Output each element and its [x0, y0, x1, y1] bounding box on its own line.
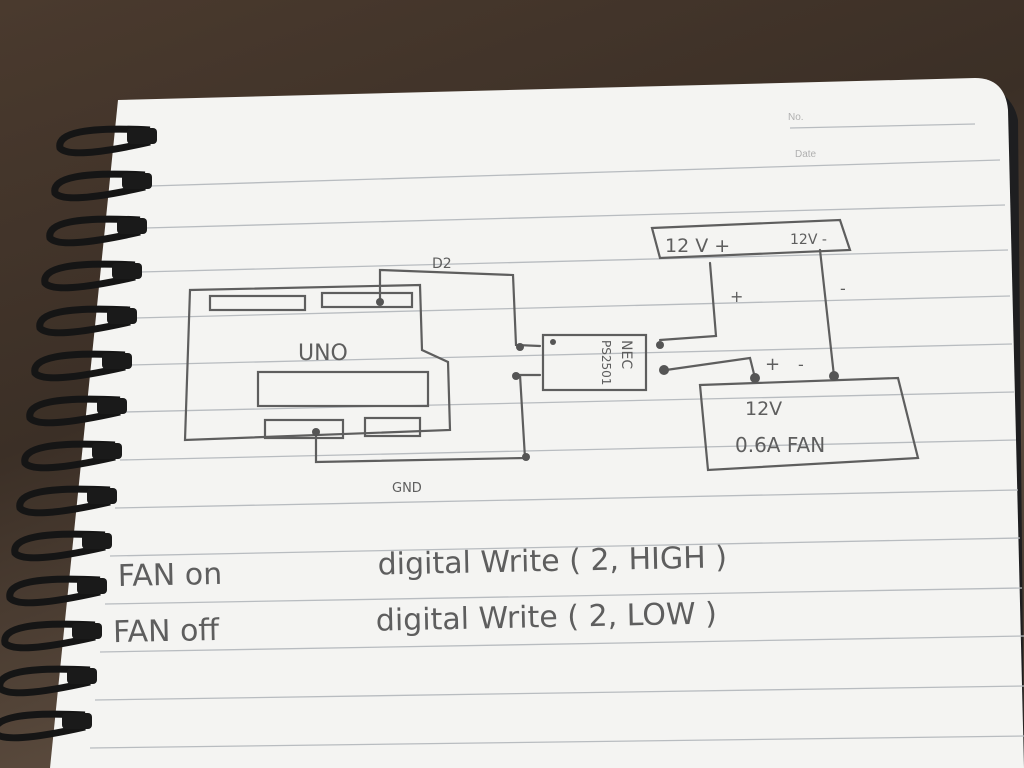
- spiral-ring: [36, 305, 131, 337]
- note-code-off: digital Write ( 2, LOW ): [375, 596, 717, 638]
- junction-dots: [312, 298, 839, 461]
- binding-hole: [67, 668, 97, 684]
- arduino-analog-header: [363, 416, 422, 438]
- supply-plus-wire-label: +: [730, 287, 743, 306]
- spiral-ring: [16, 485, 111, 517]
- spiral-ring: [31, 350, 126, 382]
- arduino-chip: [256, 370, 430, 408]
- binding-hole: [122, 173, 152, 189]
- binding-hole: [127, 128, 157, 144]
- spiral-ring: [46, 215, 141, 247]
- optocoupler-brand: NEC: [618, 340, 634, 369]
- arduino-board-outline: [183, 283, 452, 442]
- fan-minus-label: -: [798, 355, 804, 374]
- spiral-ring: [41, 260, 136, 292]
- note-state-off: FAN off: [113, 613, 221, 650]
- arduino-power-header: [263, 418, 345, 440]
- supply-minus-wire: [818, 248, 836, 378]
- binding-hole: [102, 353, 132, 369]
- spiral-ring: [1, 620, 96, 652]
- supply-negative-label: 12V -: [790, 232, 827, 248]
- fan-rating: 0.6A FAN: [735, 433, 825, 457]
- supply-plus-wire: [658, 261, 718, 342]
- gnd-label: GND: [392, 481, 422, 496]
- d2-wire: [378, 268, 542, 348]
- binding-hole: [112, 263, 142, 279]
- spiral-ring: [51, 170, 146, 202]
- binding-hole: [82, 533, 112, 549]
- spiral-ring: [11, 530, 106, 562]
- spiral-ring: [56, 125, 151, 157]
- notes: FAN on digital Write ( 2, HIGH ) FAN off…: [113, 540, 728, 650]
- arduino-header-left: [208, 294, 307, 312]
- supply-minus-wire-label: -: [840, 279, 846, 298]
- fan-voltage: 12V: [745, 398, 782, 420]
- fan-plus-label: +: [765, 354, 780, 375]
- spiral-binding: [0, 125, 157, 742]
- date-label: Date: [795, 149, 817, 160]
- note-code-on: digital Write ( 2, HIGH ): [377, 540, 727, 582]
- binding-hole: [117, 218, 147, 234]
- spiral-ring: [26, 395, 121, 427]
- fan-plus-wire: [664, 356, 757, 380]
- ruled-lines: [89, 123, 1024, 749]
- spiral-ring: [21, 440, 116, 472]
- supply-positive-label: 12 V +: [665, 235, 730, 257]
- spiral-ring: [6, 575, 101, 607]
- binding-hole: [72, 623, 102, 639]
- binding-hole: [107, 308, 137, 324]
- binding-hole: [62, 713, 92, 729]
- note-state-on: FAN on: [117, 557, 222, 594]
- arduino-header-right: [320, 291, 414, 309]
- optocoupler-model: PS2501: [599, 340, 613, 385]
- arduino-label: UNO: [298, 341, 348, 366]
- power-supply-outline: [650, 218, 852, 260]
- d2-label: D2: [432, 256, 452, 272]
- binding-hole: [97, 398, 127, 414]
- number-label: No.: [788, 112, 804, 123]
- binding-hole: [77, 578, 107, 594]
- spiral-ring: [0, 665, 91, 697]
- spiral-ring: [0, 710, 86, 742]
- optocoupler-outline: [541, 333, 648, 392]
- binding-hole: [92, 443, 122, 459]
- binding-hole: [87, 488, 117, 504]
- notebook-page: [50, 78, 1024, 768]
